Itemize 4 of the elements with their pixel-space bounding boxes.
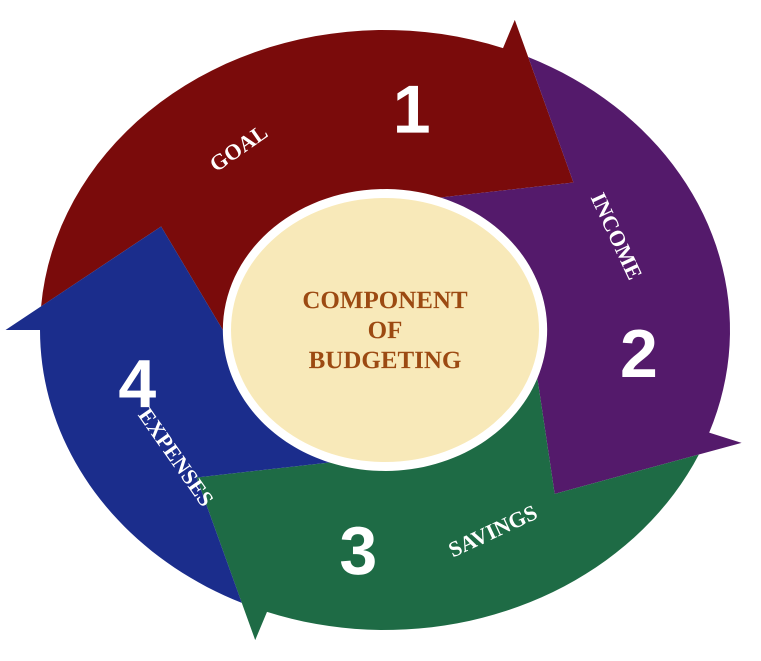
step-number: 1 bbox=[397, 86, 429, 133]
step-number: 2 bbox=[622, 329, 656, 377]
step-number: 3 bbox=[340, 526, 375, 575]
step-number: 4 bbox=[119, 360, 156, 408]
